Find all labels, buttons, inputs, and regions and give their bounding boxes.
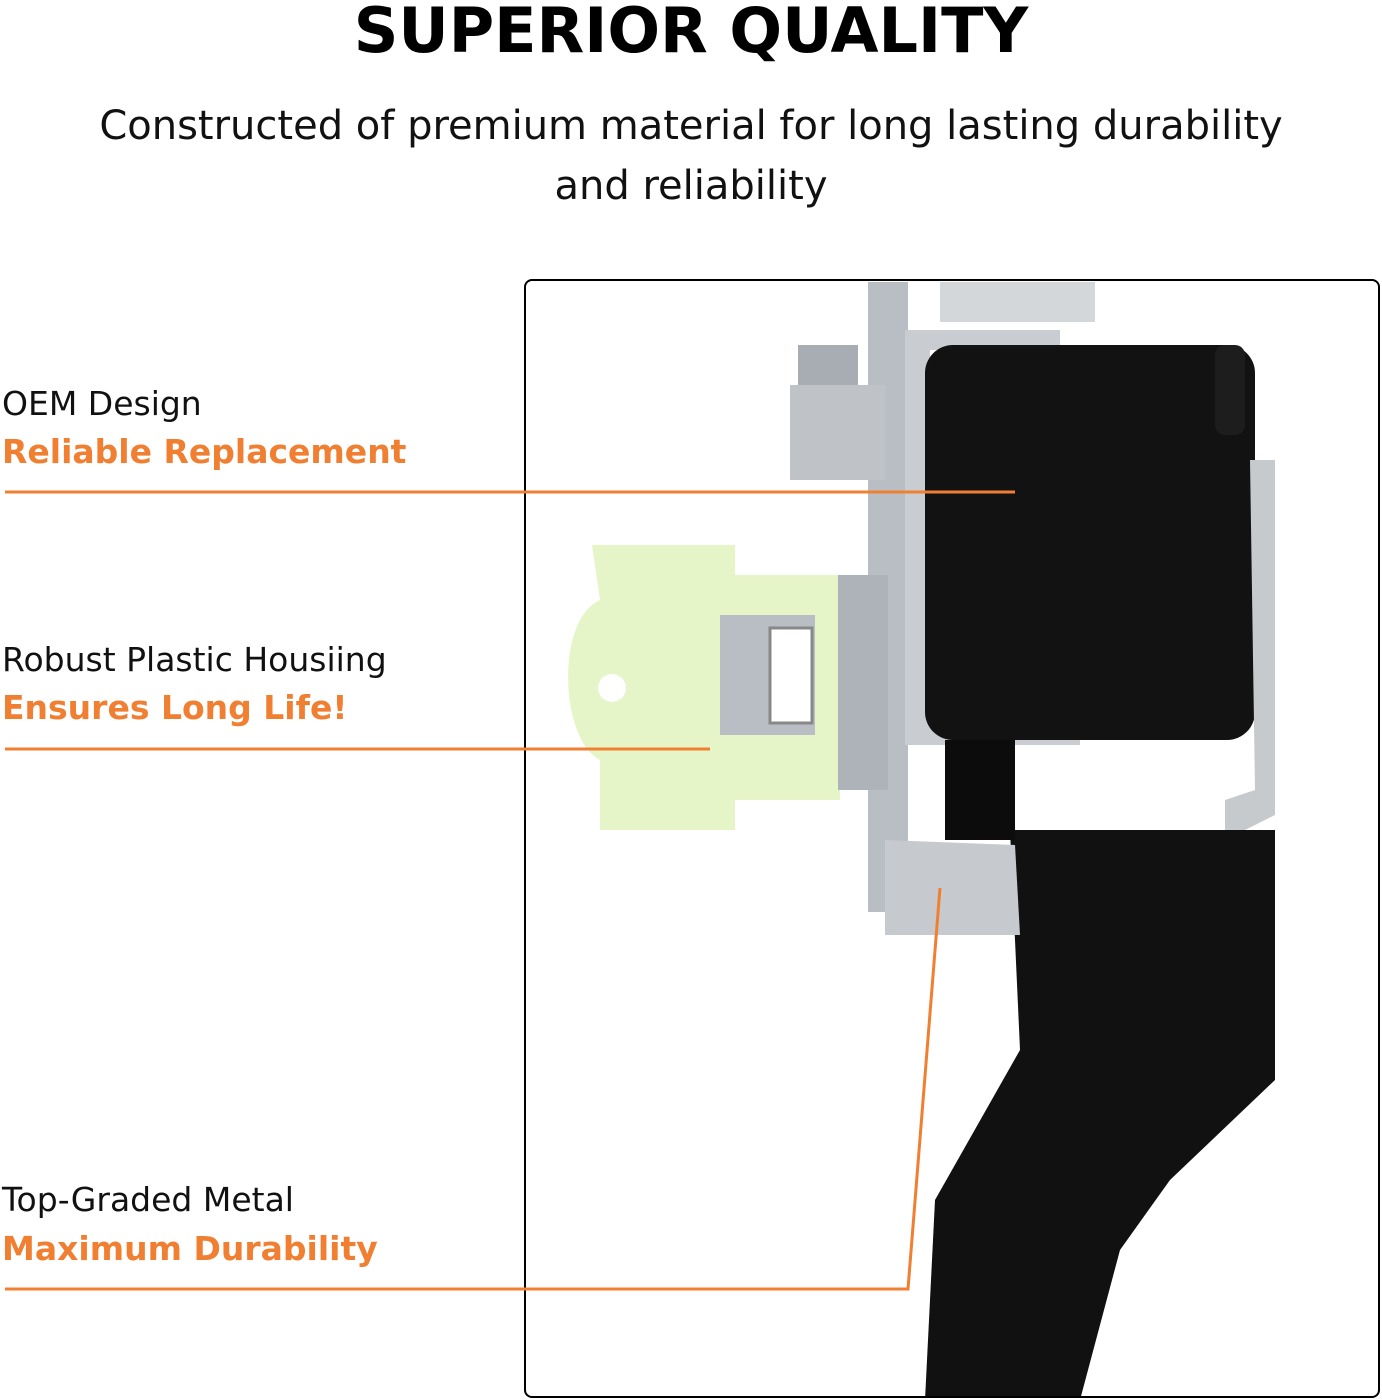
feature-label-plastic: Robust Plastic Housiing (2, 640, 387, 679)
feature-highlight-metal: Maximum Durability (2, 1229, 378, 1268)
product-image-frame (524, 279, 1380, 1398)
feature-highlight-plastic: Ensures Long Life! (2, 688, 348, 727)
page-title: SUPERIOR QUALITY (353, 0, 1029, 67)
door-handle-product-image (568, 282, 1275, 1396)
page-subtitle: Constructed of premium material for long… (99, 103, 1283, 209)
black-housing (925, 345, 1255, 740)
handle-arm (925, 830, 1275, 1396)
feature-label-metal: Top-Graded Metal (2, 1180, 294, 1219)
feature-label-oem: OEM Design (2, 384, 202, 423)
feature-highlight-oem: Reliable Replacement (2, 432, 407, 471)
